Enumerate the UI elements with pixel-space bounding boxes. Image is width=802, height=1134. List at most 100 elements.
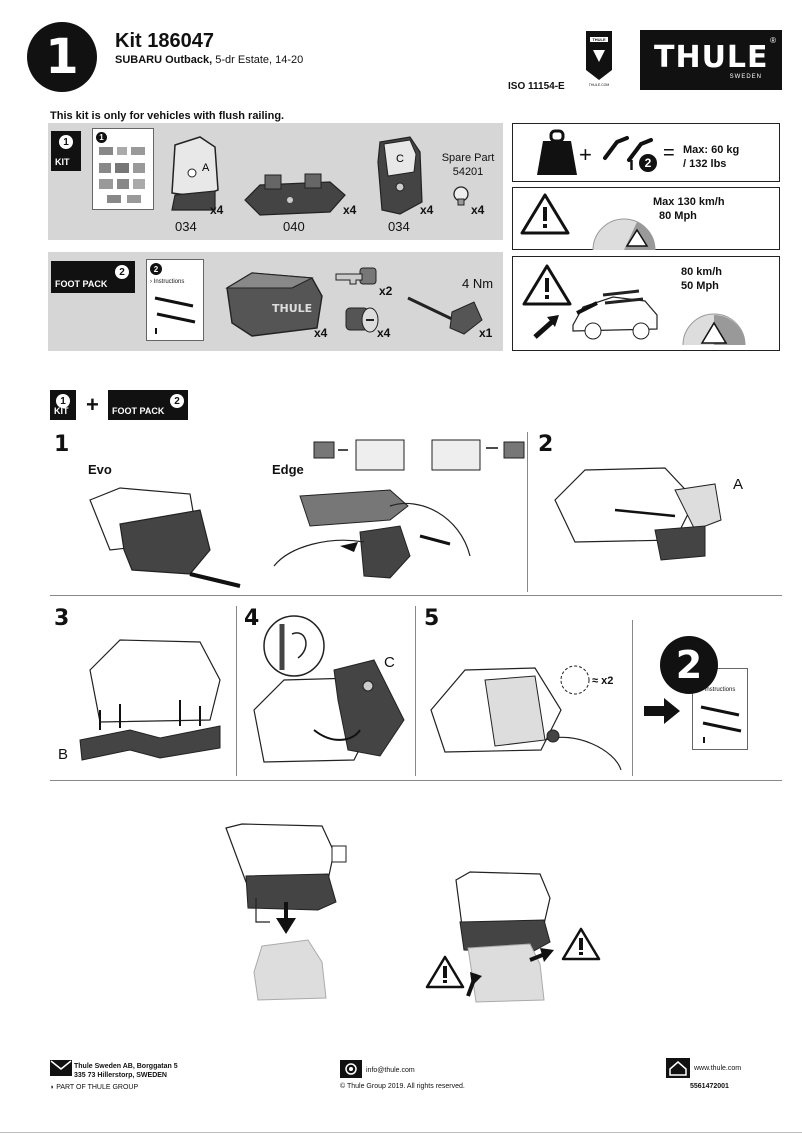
part-a-qty: x4: [210, 203, 224, 217]
footer-address-line2: 335 73 Hillerstorp, SWEDEN: [74, 1072, 167, 1079]
combo-foot-label: FOOT PACK: [112, 406, 165, 416]
part-b-code: 040: [283, 219, 305, 234]
logo-word: THULE: [654, 40, 769, 75]
kit-tag-number: 1: [59, 135, 73, 149]
divider-vertical-3: [415, 606, 416, 776]
arrow-right-icon: [644, 698, 680, 724]
lock-qty: x4: [377, 326, 391, 340]
spare-part-label-group: Spare Part 54201: [438, 151, 498, 179]
step-3-illustration: [79, 639, 221, 761]
step-3-part-label: B: [58, 746, 69, 763]
speed-limit-mph: 80 Mph: [659, 210, 697, 222]
thule-logo: THULE SWEDEN ®: [640, 30, 782, 90]
next-roof-bars-icon: [700, 705, 742, 743]
sheet-number: 1: [96, 132, 107, 143]
speed-limit-kmh: Max 130 km/h: [653, 196, 725, 208]
lock-cylinder-icon: [345, 307, 379, 333]
logo-reg: ®: [770, 36, 776, 45]
part-a-code: 034: [175, 219, 197, 234]
wind-speed-mph: 50 Mph: [681, 280, 719, 292]
equals-sign: =: [663, 142, 675, 164]
website-home-icon: [666, 1058, 690, 1078]
warning-triangle-icon-2: [522, 264, 572, 306]
key-icon: [335, 267, 377, 285]
foot-pack-tag-number: 2: [115, 265, 129, 279]
part-a-bracket-icon: A: [171, 136, 219, 211]
page-bottom-edge: [0, 1132, 802, 1133]
info-icon-number: 2: [639, 154, 657, 172]
warning-triangle-icon: [520, 193, 570, 235]
divider-vertical-4: [632, 620, 633, 776]
load-limit-text: Max: 60 kg / 132 lbs: [683, 143, 739, 171]
step-1-evo-illustration: [89, 487, 241, 588]
speedometer-icon: [592, 218, 656, 251]
evo-label: Evo: [88, 462, 112, 477]
step-4-illustration: [253, 659, 405, 763]
wind-speed-box: 80 km/h 50 Mph: [512, 256, 780, 351]
step-2-illustration: [554, 467, 722, 561]
step-2-part-label: A: [733, 476, 744, 493]
key-qty: x2: [379, 284, 393, 298]
roof-bars-load-icon: [603, 136, 653, 162]
speed-limit-text: Max 130 km/h 80 Mph: [653, 195, 725, 223]
footer-group-text: PART OF THULE GROUP: [56, 1084, 139, 1091]
next-instructions-badge: 2: [660, 636, 718, 694]
spare-part-number: 54201: [452, 166, 484, 178]
tool-qty: x1: [479, 326, 493, 340]
combo-plus: +: [86, 392, 99, 417]
spare-part-label: Spare Part: [441, 152, 495, 164]
step-2-number: 2: [538, 432, 554, 457]
edge-disassembly-icon: [313, 439, 525, 471]
thule-group-icon: ◗: [50, 1084, 55, 1091]
warning-triangle-icon-4: [425, 955, 465, 989]
load-limit-box: + i 2 = Max: 60 kg / 132 lbs: [512, 123, 780, 182]
car-with-bars-icon: [533, 289, 658, 340]
roof-bars-icon: [154, 296, 196, 334]
foot-unit-icon: THULE: [225, 272, 323, 337]
wind-speed-kmh: 80 km/h: [681, 266, 722, 278]
divider-horizontal-2: [50, 780, 782, 781]
footer-address: Thule Sweden AB, Borggatan 5 335 73 Hill…: [74, 1062, 178, 1080]
part-b-qty: x4: [343, 203, 357, 217]
foot-sheet-label: › Instructions: [150, 279, 185, 285]
foot-pack-tag-label: FOOT PACK: [55, 279, 108, 289]
next-sheet-label: › Instructions: [701, 687, 736, 693]
mail-icon: [50, 1060, 72, 1076]
footer-website: www.thule.com: [694, 1065, 742, 1072]
divider-vertical-1: [527, 432, 528, 592]
foot-qty: x4: [314, 326, 328, 340]
part-c-code: 034: [388, 219, 410, 234]
kit-tag: 1 KIT: [51, 131, 81, 171]
wind-speed-text: 80 km/h 50 Mph: [681, 265, 722, 293]
detail-pad-fitted-illustration: [455, 871, 554, 1003]
step-5-illustration: [430, 665, 622, 771]
detail-pad-alignment-illustration: [225, 823, 347, 1001]
load-limit-kg: Max: 60 kg: [683, 144, 740, 156]
combo-kit-tag: 1 KIT: [50, 390, 76, 420]
kit-tag-label: KIT: [55, 157, 70, 167]
speedometer-icon-2: [682, 313, 746, 346]
part-b-base-icon: [244, 173, 346, 216]
divider-vertical-2: [236, 606, 237, 776]
part-c-letter: C: [396, 153, 404, 165]
combo-kit-label: KIT: [54, 406, 69, 416]
vehicle-info: SUBARU Outback, 5-dr Estate, 14-20: [115, 54, 303, 66]
load-limit-lbs: / 132 lbs: [683, 158, 727, 170]
part-c-qty: x4: [420, 203, 434, 217]
vehicle-detail: 5-dr Estate, 14-20: [212, 54, 304, 66]
badge-text: THULE: [592, 37, 606, 42]
footer-group: ◗ PART OF THULE GROUP: [50, 1083, 138, 1092]
step-5-qty: x2: [601, 675, 614, 687]
logo-sub: SWEDEN: [729, 74, 762, 80]
flush-railing-notice: This kit is only for vehicles with flush…: [50, 110, 285, 122]
step-1-edge-illustration: [273, 489, 471, 579]
part-a-letter: A: [202, 162, 210, 174]
kit-title: Kit 186047: [115, 30, 214, 52]
step-3-number: 3: [54, 606, 70, 631]
footer-doc-number: 5561472001: [690, 1083, 729, 1090]
kit-instruction-sheet: 1: [92, 128, 154, 210]
speed-limit-box: Max 130 km/h 80 Mph: [512, 187, 780, 251]
badge-site: THULE.COM: [589, 83, 610, 87]
foot-pack-tag: 2 FOOT PACK: [51, 261, 135, 293]
foot-logo-text: THULE: [272, 302, 312, 315]
